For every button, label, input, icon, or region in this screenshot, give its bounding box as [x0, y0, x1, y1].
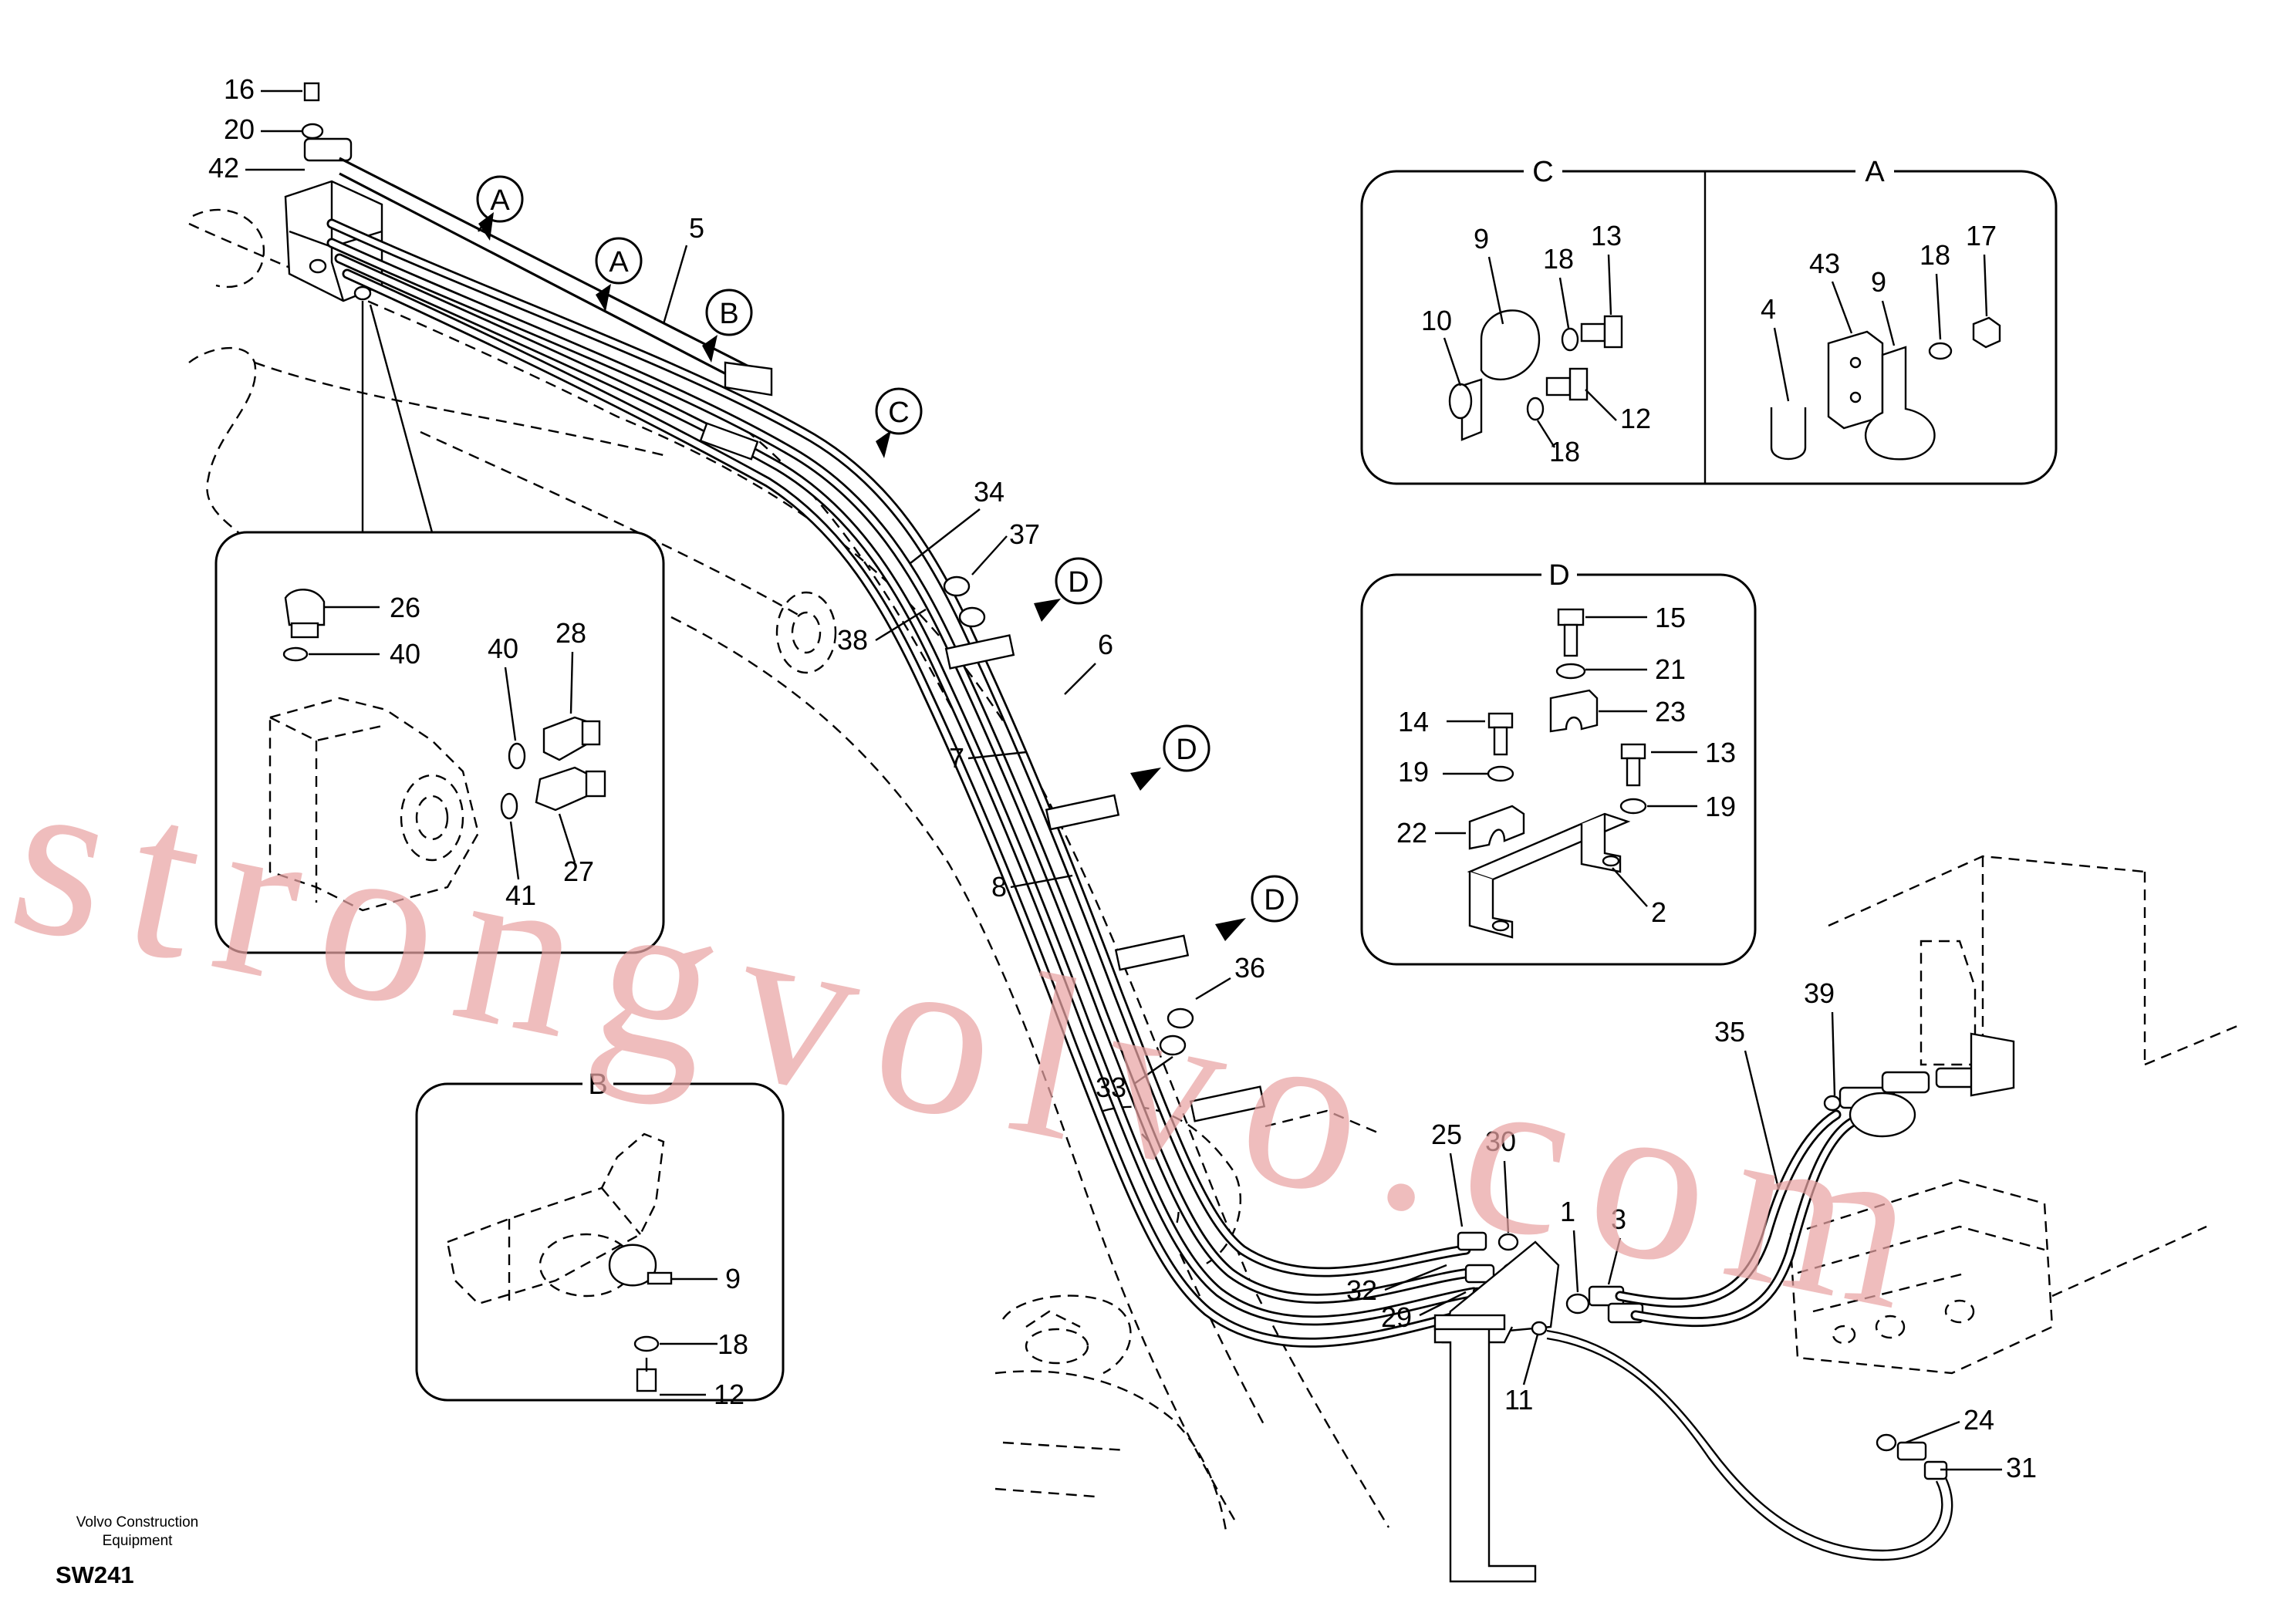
svg-text:D: D [1264, 884, 1285, 916]
part-label: 13 [1705, 737, 1736, 768]
part-label: 29 [1381, 1301, 1412, 1333]
part-label: 1 [1560, 1196, 1575, 1227]
svg-text:A: A [490, 184, 510, 217]
return-hoses [1546, 1109, 1953, 1561]
part-label: 18 [1543, 243, 1574, 275]
part-label: 40 [390, 638, 420, 670]
part-label: 4 [1761, 293, 1776, 325]
part-label: 13 [1591, 220, 1622, 251]
svg-text:D: D [1176, 734, 1197, 766]
part-label: 23 [1655, 696, 1686, 727]
drawing-code: SW241 [56, 1561, 134, 1588]
view-title-c: C [1532, 156, 1553, 188]
part-label: 18 [1549, 436, 1580, 467]
part-label: 18 [718, 1328, 748, 1360]
part-label: 30 [1485, 1126, 1516, 1157]
part-label: 10 [1421, 305, 1452, 336]
hose-clamps [699, 422, 1266, 1122]
callout-a-2 [595, 237, 643, 285]
part-label: 19 [1398, 756, 1429, 788]
detail-frame-fittings: 26 40 28 27 40 41 [214, 531, 665, 954]
part-label: 25 [1431, 1119, 1462, 1150]
callout-d-1 [1055, 557, 1102, 605]
part-label: 42 [208, 152, 239, 184]
part-label: 18 [1920, 239, 1950, 271]
hose-bundle [326, 218, 1483, 1348]
part-label: 37 [1009, 518, 1040, 550]
support-bracket [1433, 1314, 1537, 1583]
view-callouts: A A B C D D D [476, 175, 1298, 941]
part-label: 22 [1396, 817, 1427, 849]
brand-line-2: Equipment [102, 1533, 173, 1549]
part-label: 36 [1234, 952, 1265, 984]
callout-d-3 [1251, 875, 1298, 923]
part-label: 9 [1871, 266, 1886, 298]
main-part-labels: 16 20 42 5 34 37 38 6 7 8 36 33 25 30 32… [208, 73, 2037, 1483]
part-label: 38 [837, 624, 868, 656]
part-label: 16 [224, 73, 255, 105]
part-label: 2 [1651, 896, 1666, 928]
part-label: 12 [714, 1379, 745, 1410]
detail-frame-b: B 9 18 12 [415, 1068, 785, 1410]
part-label: 8 [991, 871, 1007, 903]
callout-a-1 [476, 175, 524, 223]
part-label: 9 [1474, 223, 1489, 255]
brand-name: Volvo Construction Equipment [45, 1514, 230, 1551]
svg-text:A: A [609, 246, 629, 278]
detail-frame-d: D 15 21 23 14 19 22 13 19 [1360, 559, 1757, 966]
part-label: 40 [488, 633, 518, 664]
part-label: 7 [949, 742, 964, 774]
part-label: 21 [1655, 653, 1686, 685]
detail-frame-c-a: C A 10 9 18 13 12 18 4 43 9 [1360, 156, 2058, 485]
part-label: 33 [1096, 1072, 1126, 1103]
callout-d-2 [1163, 724, 1210, 772]
svg-text:B: B [719, 298, 738, 330]
part-label: 3 [1611, 1203, 1626, 1235]
part-label: 5 [689, 212, 704, 244]
part-label: 6 [1098, 629, 1113, 660]
view-title-a: A [1865, 156, 1885, 188]
part-label: 19 [1705, 791, 1736, 822]
part-label: 26 [390, 592, 420, 623]
part-label: 39 [1804, 977, 1835, 1009]
part-label: 43 [1809, 248, 1840, 279]
part-label: 14 [1398, 706, 1429, 737]
view-title-b: B [588, 1068, 607, 1101]
part-label: 28 [555, 617, 586, 649]
svg-text:D: D [1068, 566, 1089, 599]
part-label: 35 [1714, 1016, 1745, 1048]
part-label: 24 [1963, 1404, 1994, 1436]
callout-b [705, 289, 753, 336]
brand-line-1: Volvo Construction [76, 1514, 199, 1531]
part-label: 15 [1655, 602, 1686, 633]
part-label: 27 [563, 856, 594, 887]
detail-leader [369, 304, 434, 533]
svg-text:C: C [888, 397, 909, 429]
shuttle-valve [1823, 1032, 2015, 1138]
part-label: 20 [224, 113, 255, 145]
part-label: 11 [1504, 1384, 1533, 1416]
part-label: 32 [1346, 1274, 1377, 1306]
part-label: 9 [725, 1263, 741, 1294]
part-label: 31 [2006, 1452, 2037, 1483]
callout-c [875, 387, 923, 435]
view-title-d: D [1548, 559, 1569, 592]
title-block: Volvo Construction Equipment SW241 [45, 1514, 230, 1589]
part-label: 12 [1620, 403, 1651, 434]
part-label: 41 [505, 879, 536, 911]
part-label: 34 [974, 476, 1004, 508]
part-label: 17 [1966, 220, 1997, 251]
control-valve-outline [1788, 855, 2238, 1375]
